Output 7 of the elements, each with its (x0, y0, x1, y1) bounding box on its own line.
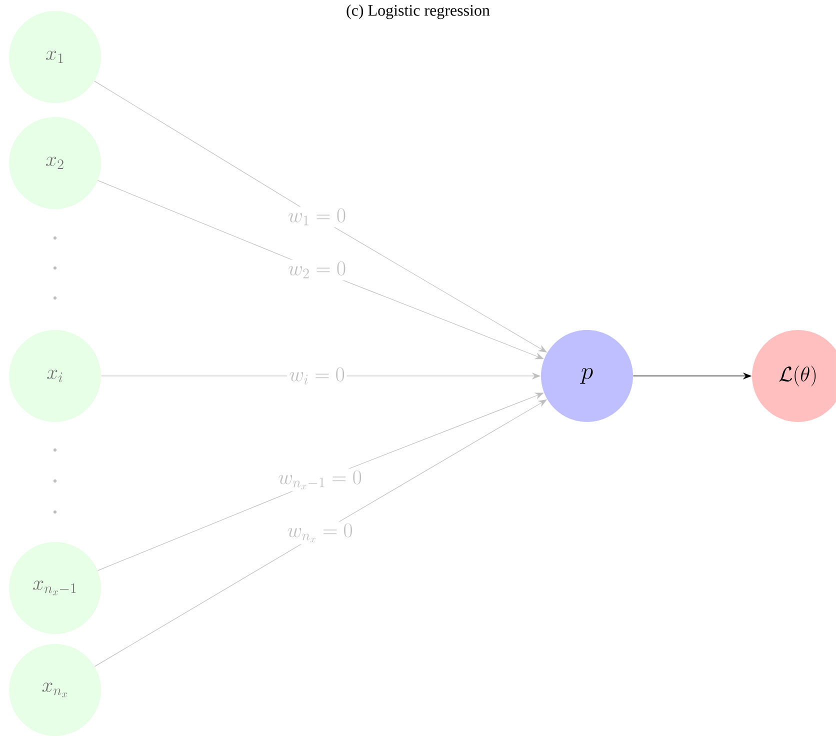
edge-label: $w_{n_x} = 0$ (285, 522, 355, 544)
edge-label: $w_1 = 0$ (286, 206, 348, 228)
edge-label: $w_{n_x-1} = 0$ (276, 468, 364, 492)
edge-label: $w_2 = 0$ (286, 260, 348, 280)
title: (c) Logistic regression (346, 4, 490, 20)
edge-label: $w_i = 0$ (287, 366, 347, 386)
arrow (97, 180, 544, 360)
